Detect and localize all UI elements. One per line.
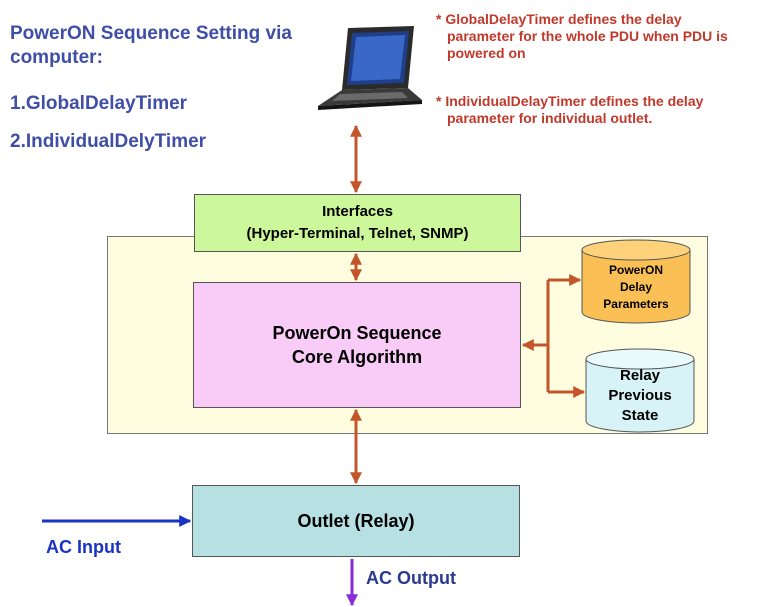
- database-icon: [581, 239, 691, 324]
- header-line-1: PowerON Sequence Setting via: [10, 23, 292, 44]
- ac-output-label: AC Output: [366, 568, 456, 588]
- note-global-line-1: * GlobalDelayTimer defines the delay: [436, 11, 682, 27]
- interfaces-box: Interfaces (Hyper-Terminal, Telnet, SNMP…: [194, 194, 521, 252]
- core-line-1: PowerOn Sequence: [272, 323, 442, 343]
- outlet-label: Outlet (Relay): [297, 510, 415, 531]
- relay-db-line-2: Previous: [608, 387, 672, 404]
- relay-state-database: Relay Previous State: [586, 364, 694, 428]
- delay-db-line-3: Parameters: [603, 296, 669, 311]
- note-individual-line-1: * IndividualDelayTimer defines the delay: [436, 93, 704, 109]
- note-global: * GlobalDelayTimer defines the delay par…: [436, 11, 728, 62]
- core-algorithm-box: PowerOn Sequence Core Algorithm: [193, 282, 521, 408]
- header-title: PowerON Sequence Setting via computer:: [10, 22, 292, 70]
- interfaces-subtitle: (Hyper-Terminal, Telnet, SNMP): [246, 225, 469, 242]
- outlet-box: Outlet (Relay): [192, 485, 520, 557]
- note-global-line-3: powered on: [447, 45, 526, 61]
- core-line-2: Core Algorithm: [291, 347, 423, 367]
- database-icon: [585, 348, 695, 433]
- header-line-2: computer:: [10, 47, 103, 68]
- interfaces-title: Interfaces: [322, 203, 393, 220]
- delay-db-line-1: PowerON: [608, 262, 663, 277]
- delay-db-line-2: Delay: [619, 279, 653, 294]
- ac-input-label: AC Input: [46, 537, 121, 557]
- header-item-2: 2.IndividualDelyTimer: [10, 131, 207, 152]
- relay-db-line-3: State: [621, 407, 659, 424]
- delay-parameters-database: PowerON Delay Parameters: [582, 256, 690, 318]
- note-global-line-2: parameter for the whole PDU when PDU is: [447, 28, 728, 44]
- header-item-1: 1.GlobalDelayTimer: [10, 93, 188, 114]
- note-individual: * IndividualDelayTimer defines the delay…: [436, 93, 703, 127]
- note-individual-line-2: parameter for individual outlet.: [447, 110, 653, 126]
- relay-db-line-1: Relay: [619, 367, 661, 384]
- laptop-icon: [318, 26, 422, 110]
